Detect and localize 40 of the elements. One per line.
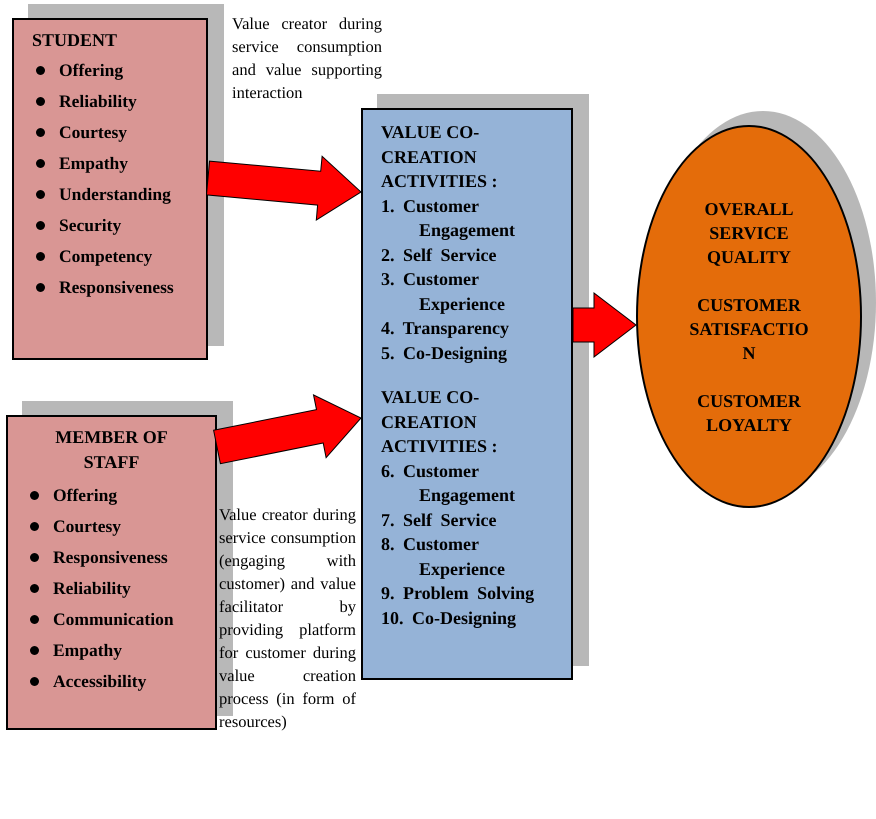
stakeholder-box <box>12 18 208 360</box>
numbered-item: 1. Customer Engagement <box>381 194 516 242</box>
block-arrow <box>572 292 637 358</box>
numbered-item: 9. Problem Solving <box>381 582 536 605</box>
list-item: Reliability <box>59 90 137 113</box>
list-item: Offering <box>53 484 118 508</box>
list-item: Courtesy <box>59 120 128 144</box>
activities-box <box>361 108 573 680</box>
list-item: Responsiveness <box>53 546 168 570</box>
block-arrow <box>206 155 362 221</box>
numbered-item: 3. Customer Experience <box>381 268 506 316</box>
annotation-text: Value creator during service consumption and value supporting interaction <box>232 13 382 104</box>
block-arrow <box>213 394 362 464</box>
list-item: Accessibility <box>53 670 146 694</box>
list-item: Understanding <box>59 182 171 206</box>
numbered-item: 7. Self Service <box>381 508 498 532</box>
list-item: Reliability <box>53 577 131 600</box>
annotation-text: Value creator during service consumption (engaging with customer) and value facilitator by providing platform for customer during value creation process (in form of resources) <box>219 504 356 733</box>
numbered-item: 10. Co-Designing <box>381 606 518 630</box>
list-item: Empathy <box>53 639 122 662</box>
numbered-item: 5. Co-Designing <box>381 342 508 365</box>
list-item: Security <box>59 214 122 237</box>
outcome-text: CUSTOMER LOYALTY <box>696 390 802 436</box>
box-heading: STUDENT <box>31 29 118 52</box>
box-heading: MEMBER OF STAFF <box>54 426 169 474</box>
stakeholder-box <box>6 415 217 730</box>
list-item: Responsiveness <box>59 276 174 299</box>
list-item: Competency <box>59 244 152 268</box>
list-item: Offering <box>59 58 124 82</box>
numbered-item: 2. Self Service <box>381 244 498 266</box>
list-item: Courtesy <box>53 515 122 538</box>
numbered-item: 6. Customer Engagement <box>381 460 516 507</box>
outcome-text: OVERALL SERVICE QUALITY <box>703 198 794 268</box>
list-item: Communication <box>53 608 174 632</box>
box-heading: VALUE CO-CREATION ACTIVITIES : <box>381 386 499 458</box>
numbered-item: 4. Transparency <box>381 317 510 340</box>
list-item: Empathy <box>59 152 128 175</box>
box-heading: VALUE CO-CREATION ACTIVITIES : <box>381 121 499 193</box>
numbered-item: 8. Customer Experience <box>381 533 506 581</box>
outcome-text: CUSTOMER SATISFACTION <box>688 294 810 364</box>
